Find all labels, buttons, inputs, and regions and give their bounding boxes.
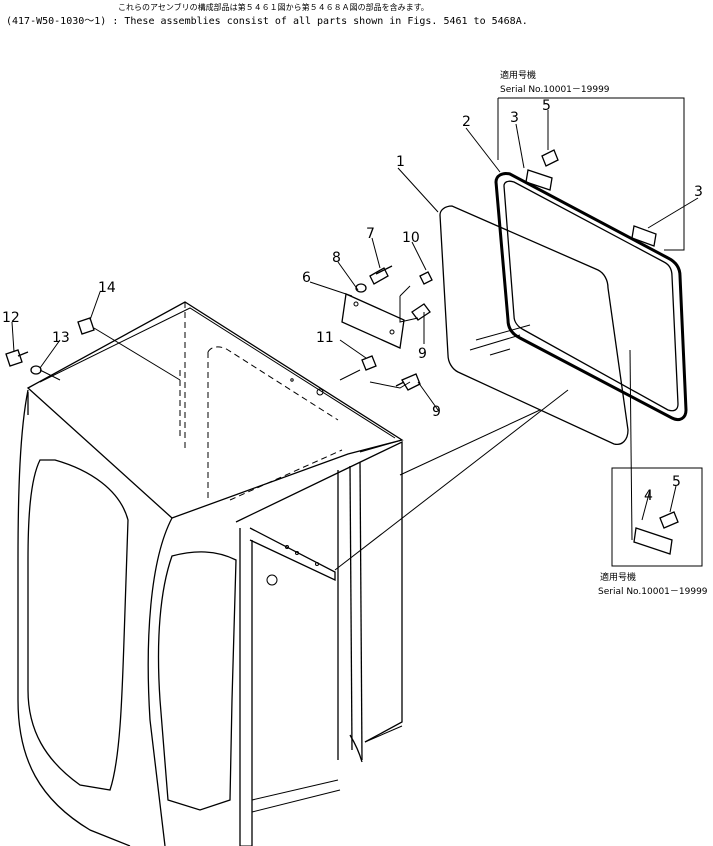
serial-bottom-range: Serial No.10001－19999 [598,587,708,597]
callout-3-right: 3 [694,184,703,200]
header-english: (417-W50-1030～1) : These assemblies cons… [6,16,528,27]
callout-5-top: 5 [542,98,551,114]
serial-box-bottom: 適用号機 Serial No.10001－19999 [598,467,708,597]
callout-10: 10 [402,230,420,246]
callout-2: 2 [462,114,471,130]
callout-8: 8 [332,250,341,266]
serial-bottom-title: 適用号機 [600,571,636,583]
callout-5-bottom: 5 [672,474,681,490]
serial-top-title: 適用号機 [500,69,536,81]
callout-7: 7 [366,226,375,242]
callout-14: 14 [98,280,116,296]
hardware-parts [5,149,679,555]
callout-6: 6 [302,270,311,286]
leader-lines [11,110,699,571]
callout-11: 11 [316,330,334,346]
callout-3-top: 3 [510,110,519,126]
window-glass [439,205,629,446]
callout-9-upper: 9 [418,346,427,362]
callout-13: 13 [52,330,70,346]
cab-body [17,301,404,846]
header-japanese: これらのアセンブリの構成部品は第５４６１図から第５４６８Ａ図の部品を含みます。 [118,3,429,12]
callout-4: 4 [644,488,653,504]
callout-9-lower: 9 [432,404,441,420]
serial-top-range: Serial No.10001－19999 [500,85,610,95]
serial-box-top: 適用号機 Serial No.10001－19999 [497,69,685,251]
callout-12: 12 [2,310,20,326]
callout-1: 1 [396,154,405,170]
callout-numbers: 1 2 3 3 4 5 5 6 7 8 9 9 10 11 12 13 14 [2,98,703,504]
window-frame-seal [494,172,688,422]
